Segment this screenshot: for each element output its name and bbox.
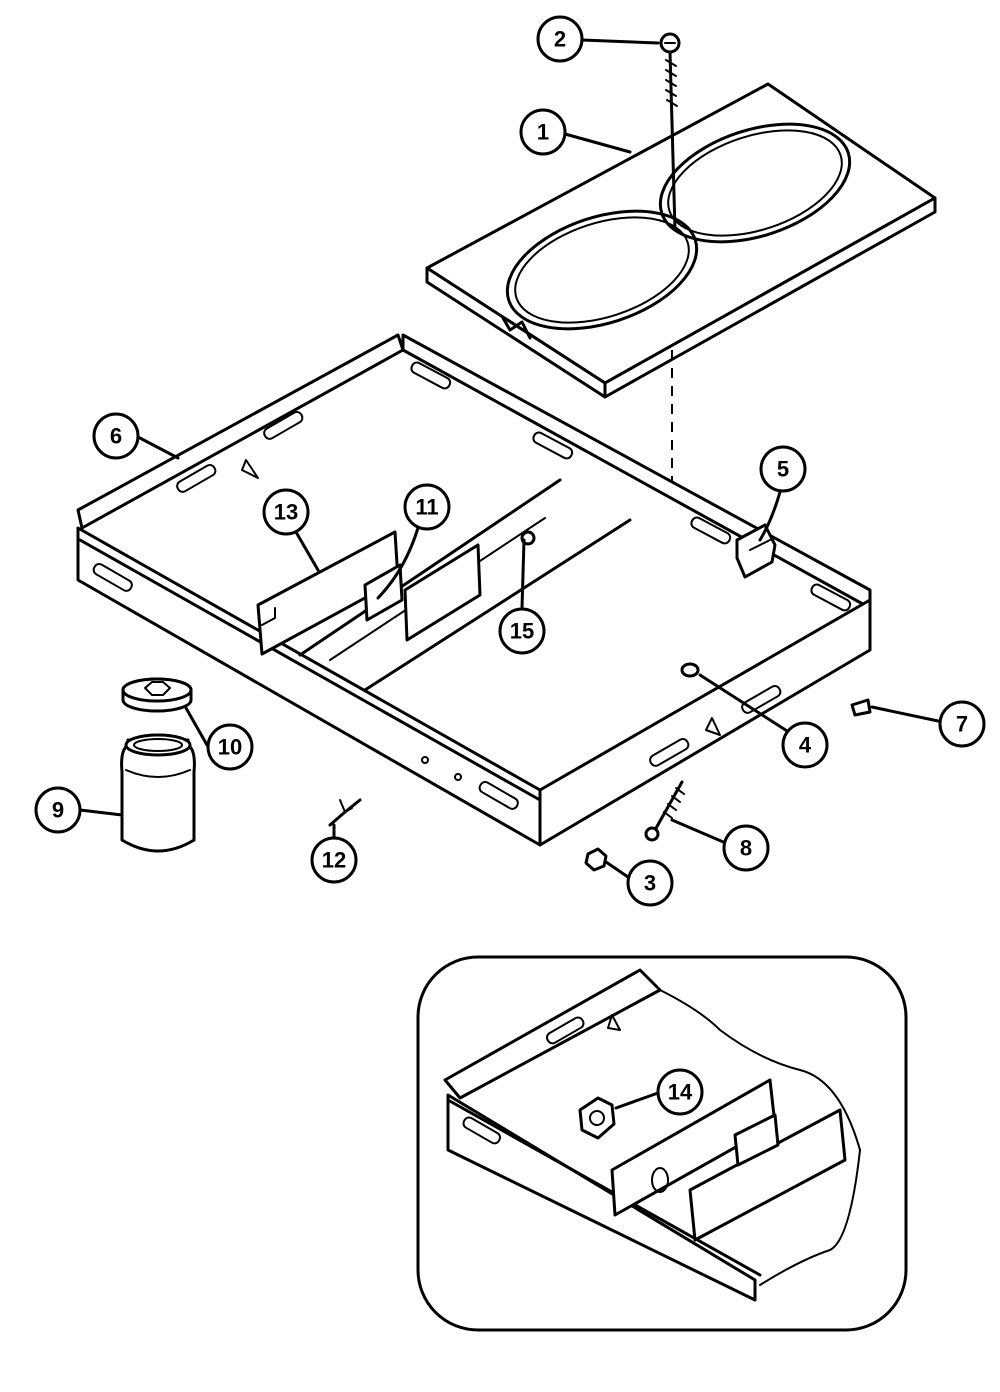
leader-3: [604, 860, 630, 879]
leader-5: [758, 490, 782, 542]
leader-15: [520, 538, 526, 610]
callout-1: 1: [519, 108, 567, 156]
leader-6: [136, 435, 180, 460]
callout-3-label: 3: [644, 871, 656, 896]
callout-14: 14: [656, 1068, 704, 1116]
callout-3: 3: [626, 859, 674, 907]
mounting-screw: [659, 32, 681, 232]
leader-11: [376, 526, 420, 600]
callout-11-label: 11: [415, 495, 438, 520]
leader-14: [614, 1091, 660, 1110]
callout-10: 10: [206, 723, 254, 771]
callout-9-label: 9: [52, 798, 64, 823]
callout-2: 2: [536, 15, 584, 63]
touch-up-paint-jar: [120, 733, 196, 853]
leader-9: [78, 808, 124, 817]
callout-9: 9: [34, 786, 82, 834]
detail-inset: [416, 955, 908, 1332]
callout-4: 4: [781, 721, 829, 769]
callout-2-label: 2: [554, 27, 566, 52]
hex-nut: [584, 847, 608, 872]
callout-5-label: 5: [777, 457, 789, 482]
callout-15-label: 15: [510, 619, 534, 644]
cooktop-top-panel: [425, 82, 937, 399]
leader-2: [580, 38, 660, 45]
callout-13: 13: [262, 488, 310, 536]
callout-6-label: 6: [110, 424, 122, 449]
callout-13-label: 13: [274, 500, 298, 525]
callout-1-label: 1: [537, 120, 549, 145]
callout-7-label: 7: [956, 712, 968, 737]
callout-15: 15: [498, 607, 546, 655]
callout-10-label: 10: [218, 735, 242, 760]
terminal-block: [735, 523, 777, 579]
callout-14-label: 14: [668, 1080, 693, 1105]
callout-12: 12: [310, 836, 358, 884]
leader-7: [870, 705, 940, 723]
callout-4-label: 4: [799, 733, 812, 758]
callout-7: 7: [938, 700, 986, 748]
callout-12-label: 12: [322, 848, 346, 873]
callout-11: 11: [403, 483, 451, 531]
leader-1: [563, 132, 632, 154]
callout-6: 6: [92, 412, 140, 460]
callout-5: 5: [759, 445, 807, 493]
callout-8-label: 8: [740, 836, 752, 861]
spring-clip: [850, 698, 872, 717]
leveling-screw: [644, 780, 685, 842]
leader-10: [184, 706, 209, 747]
jar-lid: [121, 677, 193, 713]
leader-4: [698, 673, 800, 740]
leader-13: [294, 530, 320, 572]
grommet: [680, 662, 700, 678]
callout-8: 8: [722, 824, 770, 872]
